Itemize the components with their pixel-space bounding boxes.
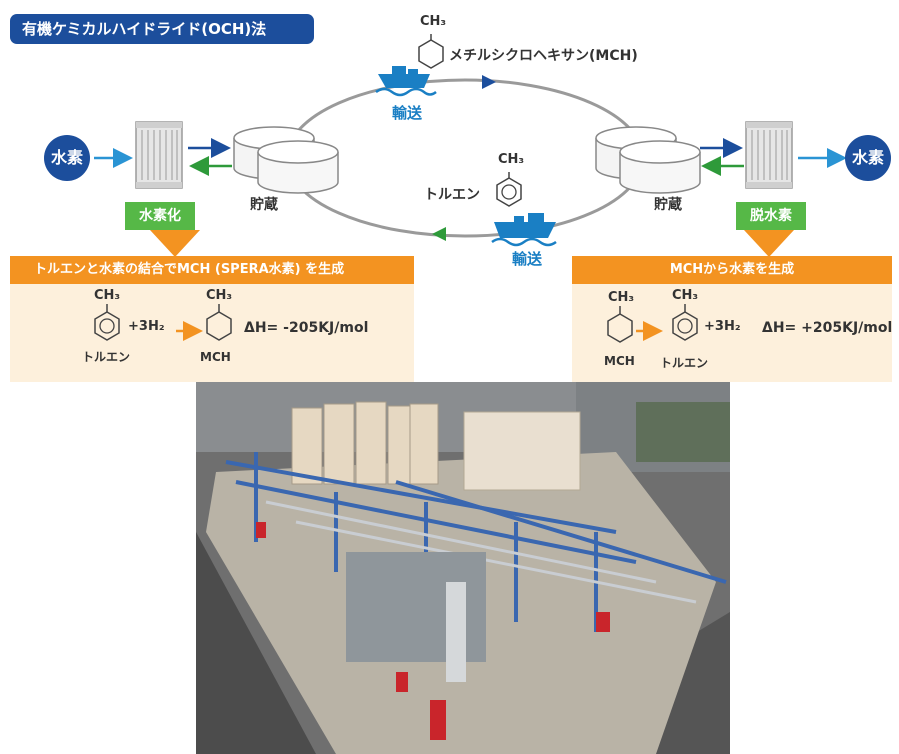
plant-photo <box>196 382 730 754</box>
cycle-arrowhead-top <box>482 75 496 89</box>
ship-top-icon <box>375 66 437 97</box>
hydrogenation-badge: 水素化 <box>125 202 195 230</box>
left-storage-tanks <box>233 126 339 194</box>
left-product-name: MCH <box>200 350 231 364</box>
hydrogenation-reactor-icon <box>135 121 183 189</box>
right-product-name: トルエン <box>660 356 709 370</box>
dehydrogenation-badge: 脱水素 <box>736 202 806 230</box>
right-pointer <box>744 230 794 257</box>
transport-bottom-label: 輸送 <box>512 250 543 268</box>
hydrogen-output-circle: 水素 <box>845 135 891 181</box>
toluene-mid-name: トルエン <box>424 187 480 203</box>
mch-top-structure <box>418 34 444 69</box>
cycle-arrowhead-bottom <box>432 227 446 241</box>
storage-right-label: 貯蔵 <box>654 197 682 213</box>
left-product-formula: CH₃ <box>206 288 233 303</box>
toluene-mid-structure <box>496 172 522 207</box>
toluene-mid-formula: CH₃ <box>498 152 525 167</box>
dehydrogenation-reactor-icon <box>745 121 793 189</box>
right-plus-h2: +3H₂ <box>704 319 741 334</box>
right-reactant-formula: CH₃ <box>608 290 635 305</box>
left-plus-h2: +3H₂ <box>128 319 165 334</box>
left-pointer <box>150 230 200 257</box>
right-reaction-header: MCHから水素を生成 <box>572 256 892 284</box>
mch-top-name: メチルシクロヘキサン(MCH) <box>449 48 638 64</box>
right-reactant-name: MCH <box>604 354 635 368</box>
left-reactant-name: トルエン <box>82 350 131 364</box>
transport-top-label: 輸送 <box>392 104 423 122</box>
diagram-title: 有機ケミカルハイドライド(OCH)法 <box>10 14 314 44</box>
right-reaction-structures <box>607 304 698 343</box>
mch-top-formula: CH₃ <box>420 14 447 29</box>
right-storage-tanks <box>595 126 701 194</box>
ship-bottom-icon <box>491 213 557 247</box>
cycle-ring <box>285 78 645 238</box>
hydrogen-input-circle: 水素 <box>44 135 90 181</box>
right-reaction-panel: CH₃ MCH CH₃ トルエン +3H₂ ΔH= +205KJ/mol <box>572 284 892 382</box>
left-reaction-structures <box>94 304 232 341</box>
left-enthalpy: ΔH= -205KJ/mol <box>244 320 369 336</box>
storage-left-label: 貯蔵 <box>250 197 278 213</box>
right-product-formula: CH₃ <box>672 288 699 303</box>
left-reaction-header: トルエンと水素の結合でMCH (SPERA水素) を生成 <box>10 256 414 284</box>
cycle-diagram <box>94 34 847 257</box>
right-enthalpy: ΔH= +205KJ/mol <box>762 320 893 336</box>
left-reaction-panel: CH₃ +3H₂ トルエン CH₃ MCH ΔH= -205KJ/mol <box>10 284 414 382</box>
left-reactant-formula: CH₃ <box>94 288 121 303</box>
